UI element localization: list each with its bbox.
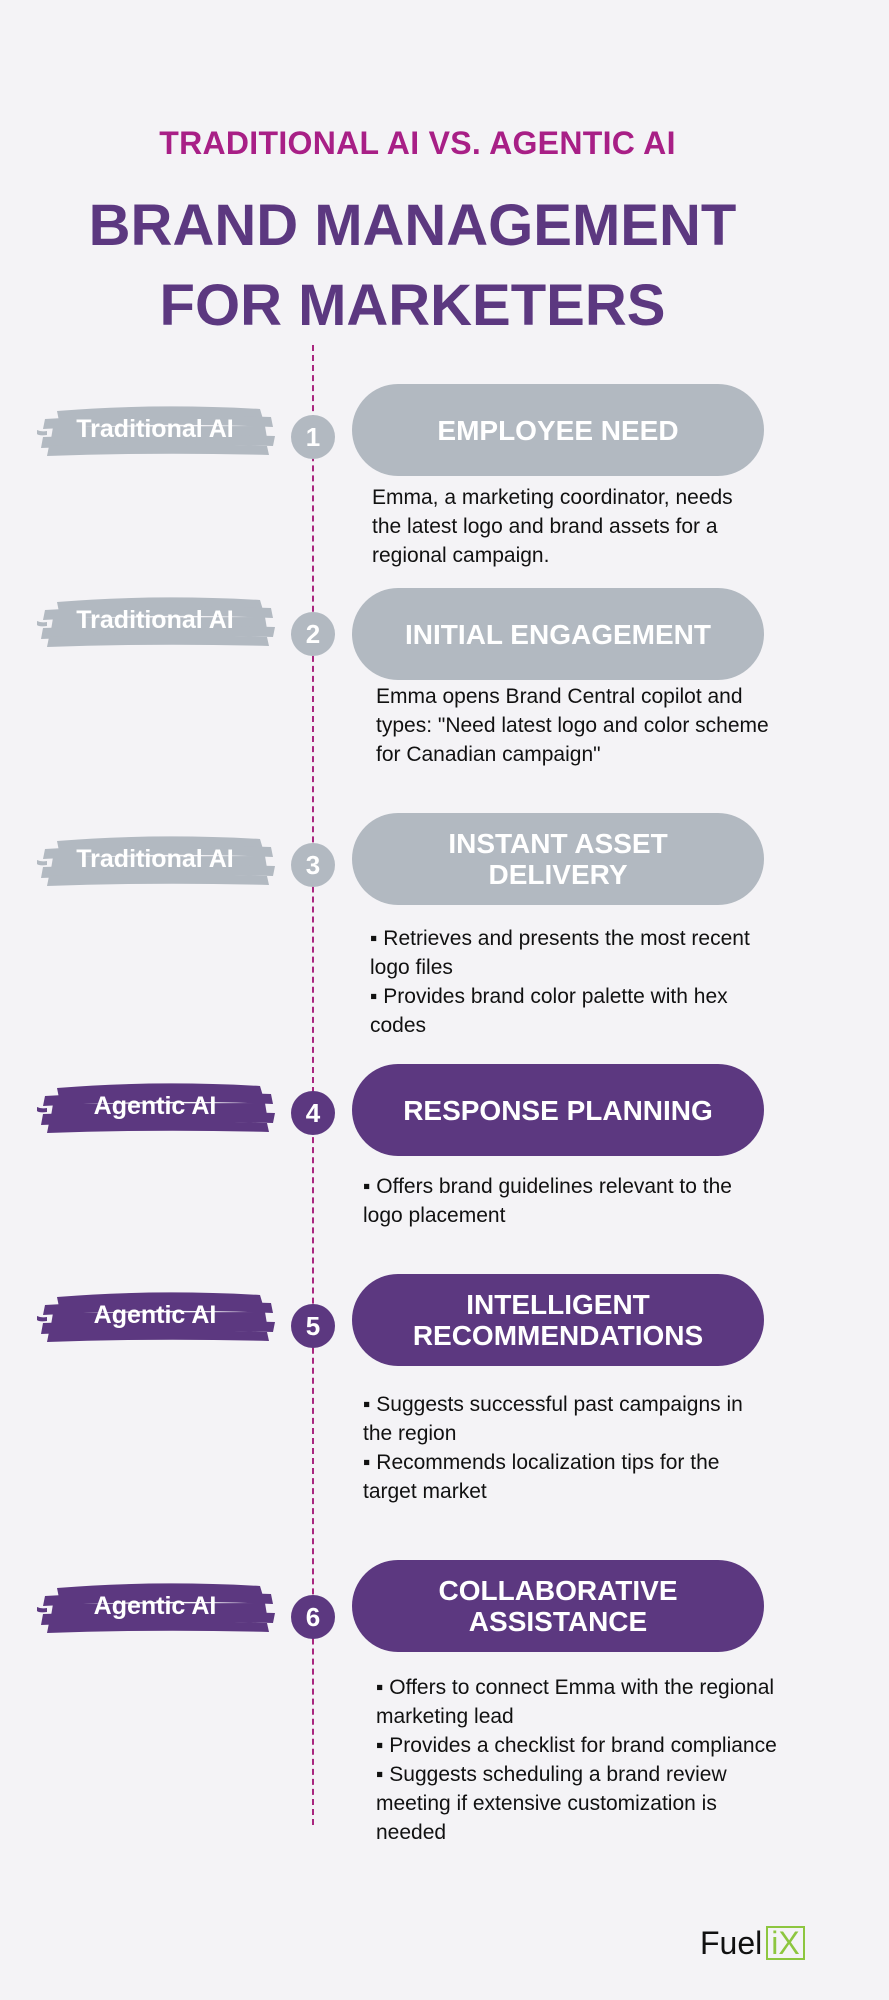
heading-line-1: INSTANT ASSET: [448, 828, 668, 859]
step-3-tag: Traditional AI: [35, 829, 275, 889]
step-4-tag: Agentic AI: [35, 1076, 275, 1136]
tag-label: Traditional AI: [76, 606, 234, 634]
logo-word: Fuel: [700, 1925, 763, 1961]
heading-text: COLLABORATIVE ASSISTANCE: [438, 1575, 677, 1637]
infographic-title: BRAND MANAGEMENT FOR MARKETERS: [0, 186, 825, 346]
step-1-number: 1: [291, 415, 335, 459]
step-1-heading: EMPLOYEE NEED: [352, 384, 764, 476]
step-5-tag: Agentic AI: [35, 1285, 275, 1345]
step-3-description: ▪ Retrieves and presents the most recent…: [370, 927, 750, 1037]
timeline-line: [312, 345, 314, 1825]
logo-mark: iX: [766, 1926, 805, 1960]
heading-text: INTELLIGENT RECOMMENDATIONS: [413, 1289, 703, 1351]
tag-label: Agentic AI: [93, 1301, 217, 1329]
step-1-description: Emma, a marketing coordinator, needs the…: [372, 486, 733, 567]
step-6-heading: COLLABORATIVE ASSISTANCE: [352, 1560, 764, 1652]
tag-label: Traditional AI: [76, 415, 234, 443]
step-2-heading: INITIAL ENGAGEMENT: [352, 588, 764, 680]
step-5-number: 5: [291, 1304, 335, 1348]
title-line-1: BRAND MANAGEMENT: [88, 193, 737, 258]
step-6-tag: Agentic AI: [35, 1576, 275, 1636]
step-6-description: ▪ Offers to connect Emma with the region…: [376, 1676, 777, 1844]
step-2-tag: Traditional AI: [35, 590, 275, 650]
tag-label: Agentic AI: [93, 1592, 217, 1620]
heading-text: RESPONSE PLANNING: [403, 1094, 713, 1126]
title-line-2: FOR MARKETERS: [159, 273, 666, 338]
step-4-heading: RESPONSE PLANNING: [352, 1064, 764, 1156]
heading-text: INITIAL ENGAGEMENT: [405, 618, 711, 650]
infographic-subtitle: TRADITIONAL AI VS. AGENTIC AI: [159, 125, 676, 161]
heading-text: INSTANT ASSET DELIVERY: [448, 828, 667, 890]
heading-line-2: DELIVERY: [488, 859, 628, 890]
step-2-description: Emma opens Brand Central copilot and typ…: [376, 685, 769, 766]
step-3-heading: INSTANT ASSET DELIVERY: [352, 813, 764, 905]
tag-label: Agentic AI: [93, 1092, 217, 1120]
step-1-tag: Traditional AI: [35, 399, 275, 459]
heading-line-2: ASSISTANCE: [468, 1606, 648, 1637]
tag-label: Traditional AI: [76, 845, 234, 873]
heading-line-1: COLLABORATIVE: [438, 1575, 678, 1606]
heading-line-2: RECOMMENDATIONS: [412, 1320, 704, 1351]
step-2-number: 2: [291, 612, 335, 656]
step-4-description: ▪ Offers brand guidelines relevant to th…: [363, 1175, 732, 1227]
heading-text: EMPLOYEE NEED: [437, 414, 679, 446]
step-3-number: 3: [291, 843, 335, 887]
heading-line-1: INTELLIGENT: [466, 1289, 650, 1320]
step-5-heading: INTELLIGENT RECOMMENDATIONS: [352, 1274, 764, 1366]
step-5-description: ▪ Suggests successful past campaigns in …: [363, 1393, 743, 1503]
step-4-number: 4: [291, 1091, 335, 1135]
step-6-number: 6: [291, 1595, 335, 1639]
